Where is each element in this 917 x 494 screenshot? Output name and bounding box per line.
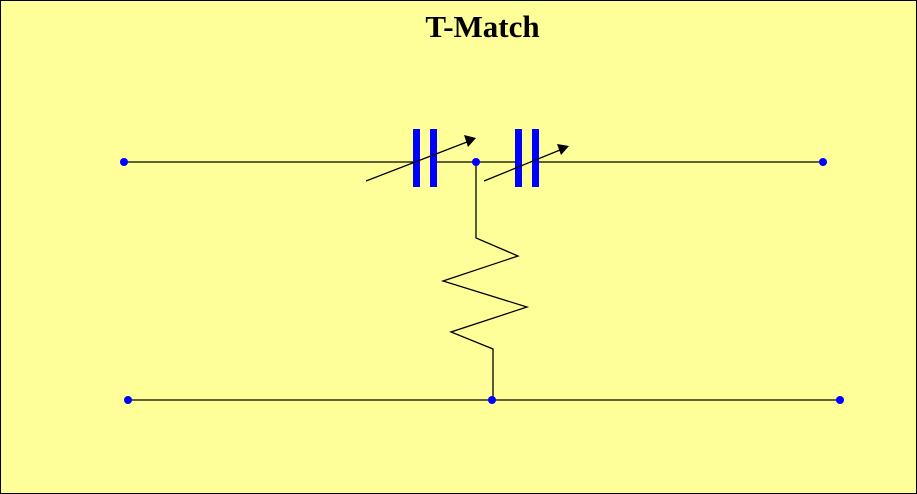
node-bottom-left bbox=[124, 396, 132, 404]
capacitor-1-plate-b bbox=[430, 129, 437, 187]
shunt-zigzag bbox=[440, 162, 530, 400]
capacitor-2-plate-a bbox=[515, 129, 522, 187]
arrowhead-icon bbox=[464, 135, 476, 147]
node-top-left bbox=[120, 158, 128, 166]
node-bottom-junction bbox=[488, 396, 496, 404]
node-top-junction bbox=[472, 158, 480, 166]
capacitor-2-plate-b bbox=[532, 129, 539, 187]
node-top-right bbox=[819, 158, 827, 166]
node-bottom-right bbox=[836, 396, 844, 404]
capacitor-2-variable-arrow bbox=[483, 149, 561, 182]
capacitor-1-plate-a bbox=[413, 129, 420, 187]
capacitor-1-variable-arrow bbox=[365, 141, 468, 182]
diagram-title: T-Match bbox=[425, 9, 540, 44]
arrowhead-icon bbox=[557, 144, 569, 155]
